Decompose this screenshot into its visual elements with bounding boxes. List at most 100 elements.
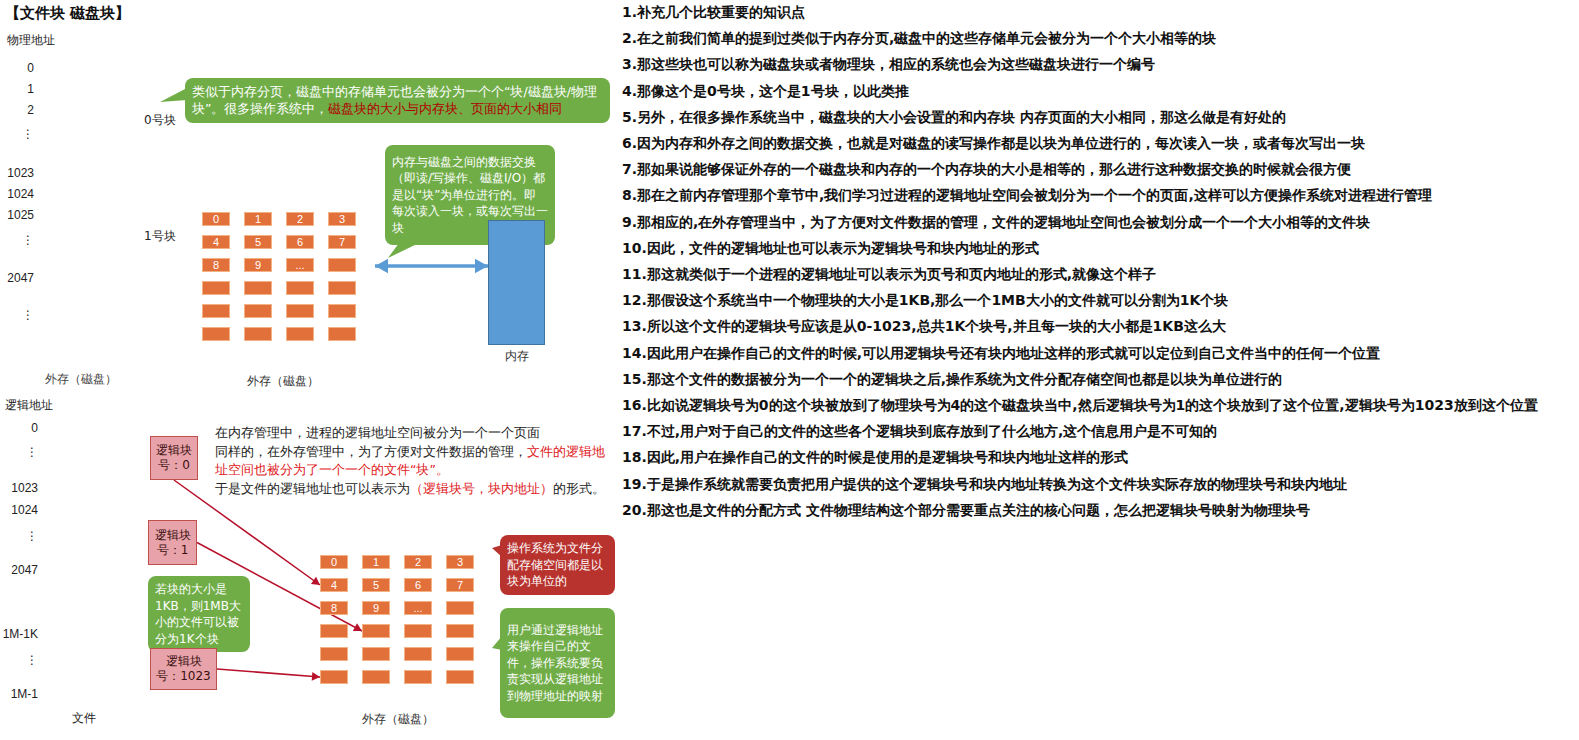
- narration-wrap: 15.那这个文件的数据被分为一个一个的逻辑块之后,操作系统为文件分配存储空间也都…: [622, 369, 1282, 389]
- narration-line: 10.因此，文件的逻辑地址也可以表示为逻辑块号和块内地址的形式: [622, 240, 1039, 256]
- narration-line: 12.那假设这个系统当中一个物理块的大小是1KB,那么一个1MB大小的文件就可以…: [622, 292, 1228, 308]
- block-number: 3: [339, 213, 345, 225]
- label-wrap: 1M-1: [0, 687, 38, 702]
- memory-caption-text: 内存: [505, 349, 529, 363]
- panel-label: 1号块: [144, 229, 176, 243]
- leader-arrow: [217, 669, 320, 681]
- cylinder-body: [306, 533, 489, 709]
- disk-block: [202, 281, 230, 295]
- disk-block: 9: [244, 258, 272, 272]
- disk-block: [244, 304, 272, 318]
- narration-line: 9.那相应的,在外存管理当中，为了方便对文件数据的管理，文件的逻辑地址空间也会被…: [622, 214, 1370, 230]
- cylinder-caption: 外存（磁盘）: [190, 374, 375, 389]
- address-label: ⋮: [26, 653, 38, 667]
- disk-block: 7: [446, 578, 474, 592]
- narration-wrap: 17.不过,用户对于自己的文件的这些各个逻辑块到底存放到了什么地方,这个信息用户…: [622, 421, 1217, 441]
- panel-frame: [1, 30, 614, 392]
- label-wrap: 1024: [0, 503, 38, 518]
- narration-wrap: 13.所以这个文件的逻辑块号应该是从0-1023,总共1K个块号,并且每一块的大…: [622, 316, 1226, 336]
- address-label: 1M-1K: [3, 627, 38, 641]
- panel-label: 物理地址: [7, 33, 55, 47]
- disk-block: [328, 258, 356, 272]
- narration-wrap: 16.比如说逻辑块号为0的这个块被放到了物理块号为4的这个磁盘块当中,然后逻辑块…: [622, 395, 1538, 415]
- block-number: 8: [331, 602, 337, 614]
- leader-line: [217, 669, 320, 677]
- disk-block: [244, 327, 272, 341]
- address-label: 1023: [7, 166, 34, 180]
- logical-block-text: 逻辑块号：1023: [154, 654, 213, 684]
- disk-block: [328, 327, 356, 341]
- callout-tail: [160, 88, 187, 102]
- cylinder-body: [191, 180, 374, 371]
- panel-frame: [1, 395, 618, 731]
- callout-bubble: 类似于内存分页，磁盘中的存储单元也会被分为一个个“块/磁盘块/物理块”。很多操作…: [185, 78, 610, 123]
- disk-block: [446, 647, 474, 661]
- disk-block: [244, 281, 272, 295]
- disk-block: 4: [320, 578, 348, 592]
- note-text: 的形式。: [553, 481, 605, 496]
- label-wrap: ⋮: [0, 529, 38, 544]
- block-number: 6: [415, 579, 421, 591]
- disk-block: [362, 670, 390, 684]
- label-wrap: 0号块: [144, 113, 176, 128]
- block-number: 9: [373, 602, 379, 614]
- address-label: ⋮: [22, 127, 34, 141]
- connector: [375, 259, 488, 273]
- narration-wrap: 14.因此用户在操作自己的文件的时候,可以用逻辑块号还有块内地址这样的形式就可以…: [622, 343, 1380, 363]
- brace: [128, 58, 142, 184]
- address-label: 1M-1: [11, 687, 38, 701]
- callout-text: 磁盘块的大小与内存块、页面的大小相同: [328, 101, 562, 116]
- logical-block-box: 逻辑块号：1: [148, 520, 197, 565]
- block-number: 5: [255, 236, 261, 248]
- disk-block: 1: [244, 212, 272, 226]
- label-wrap: 2047: [0, 563, 38, 578]
- arrow-head: [475, 259, 488, 273]
- narration-line: 13.所以这个文件的逻辑块号应该是从0-1023,总共1K个块号,并且每一块的大…: [622, 318, 1226, 334]
- label-wrap: 外存（磁盘）: [21, 372, 141, 387]
- narration-wrap: 7.那如果说能够保证外存的一个磁盘块和内存的一个内存块的大小是相等的，那么进行这…: [622, 159, 1351, 179]
- narration-line: 3.那这些块也可以称为磁盘块或者物理块，相应的系统也会为这些磁盘块进行一个编号: [622, 56, 1155, 72]
- disk-block: 1: [362, 555, 390, 569]
- callout-text: 操作系统为文件分配存储空间都是以块为单位的: [507, 541, 603, 588]
- callout-tail: [388, 243, 419, 258]
- label-wrap: 1025: [0, 208, 34, 223]
- arrow-head: [312, 672, 320, 681]
- disk-block: [404, 670, 432, 684]
- narration-wrap: 6.因为内存和外存之间的数据交换，也就是对磁盘的读写操作都是以块为单位进行的，每…: [622, 133, 1365, 153]
- address-label: 1024: [11, 503, 38, 517]
- disk-block: 8: [202, 258, 230, 272]
- panel-label: 逻辑地址: [5, 398, 53, 412]
- disk-block: [286, 281, 314, 295]
- narration-line: 1.补充几个比较重要的知识点: [622, 4, 805, 20]
- narration-line: 15.那这个文件的数据被分为一个一个的逻辑块之后,操作系统为文件分配存储空间也都…: [622, 371, 1282, 387]
- narration-wrap: 12.那假设这个系统当中一个物理块的大小是1KB,那么一个1MB大小的文件就可以…: [622, 290, 1228, 310]
- block-number: 2: [415, 556, 421, 568]
- narration-wrap: 9.那相应的,在外存管理当中，为了方便对文件数据的管理，文件的逻辑地址空间也会被…: [622, 212, 1370, 232]
- narration-wrap: 11.那这就类似于一个进程的逻辑地址可以表示为页号和页内地址的形式,就像这个样子: [622, 264, 1156, 284]
- narration-wrap: 20.那这也是文件的分配方式 文件物理结构这个部分需要重点关注的核心问题，怎么把…: [622, 500, 1310, 520]
- disk-block: ...: [404, 601, 432, 615]
- memory-box: 内存: [488, 220, 545, 345]
- arrow-head: [375, 259, 388, 273]
- address-column: [37, 289, 125, 369]
- callout-text: 若块的大小是1KB，则1MB大小的文件可以被分为1K个块: [155, 582, 241, 646]
- disk-block: 0: [320, 555, 348, 569]
- narration-line: 8.那在之前内存管理那个章节中,我们学习过进程的逻辑地址空间会被划分为一个一个的…: [622, 187, 1432, 203]
- disk-block: 3: [328, 212, 356, 226]
- block-number: ...: [413, 602, 422, 614]
- callout-body: 操作系统为文件分配存储空间都是以块为单位的: [507, 540, 608, 590]
- connector-line: [375, 264, 488, 268]
- address-column: [37, 58, 125, 289]
- diagram-title: 【文件块 磁盘块】: [5, 4, 130, 22]
- address-label: 0: [27, 61, 34, 75]
- label-wrap: ⋮: [0, 127, 34, 142]
- disk-block: 4: [202, 235, 230, 249]
- disk-block: [362, 624, 390, 638]
- address-label: 1: [27, 82, 34, 96]
- cylinder-top: [191, 161, 374, 199]
- address-label: 2047: [7, 271, 34, 285]
- disk-block: 0: [202, 212, 230, 226]
- disk-caption: 外存（磁盘）: [247, 374, 319, 388]
- callout-bubble: 用户通过逻辑地址来操作自己的文件，操作系统要负责实现从逻辑地址到物理地址的映射: [500, 608, 615, 718]
